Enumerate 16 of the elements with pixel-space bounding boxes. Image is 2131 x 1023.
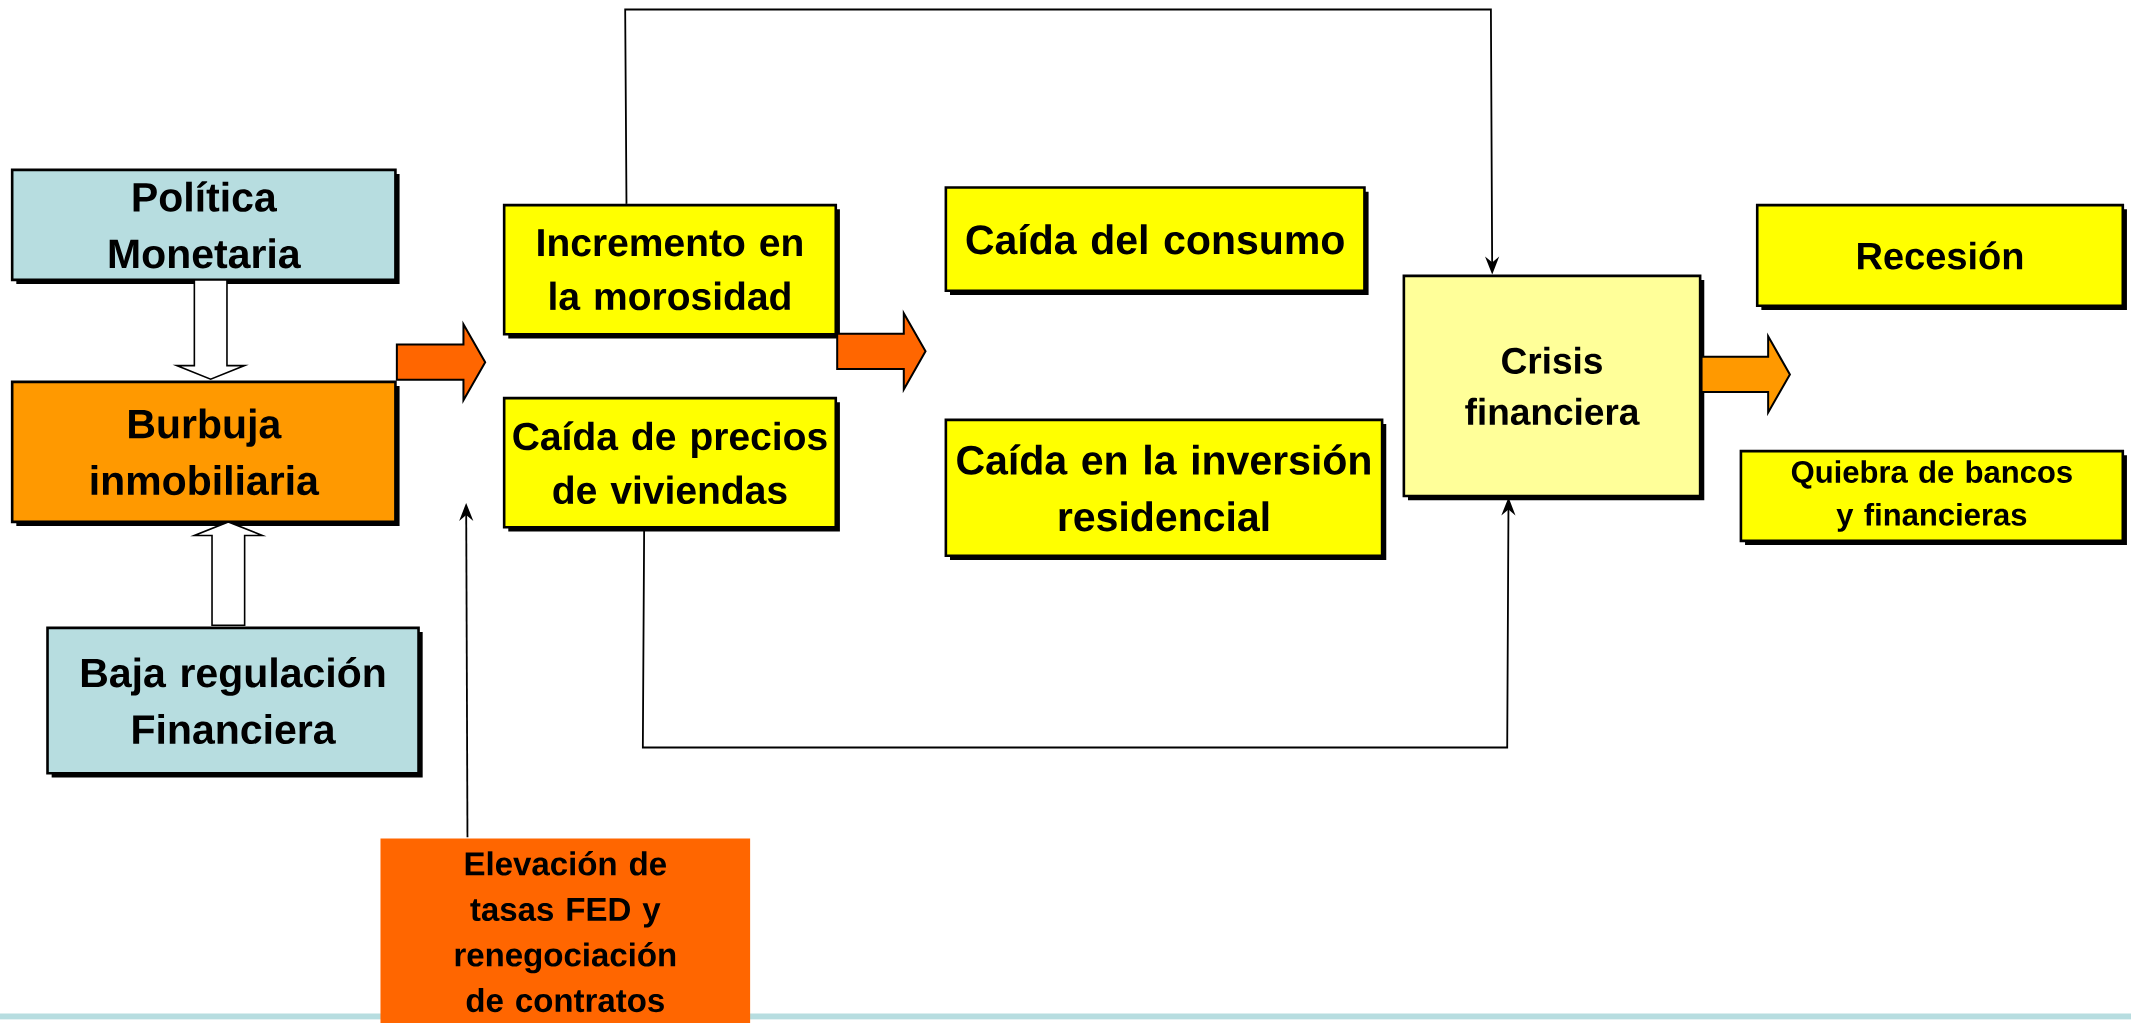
hollow-arrow (190, 520, 267, 626)
process-box: Política Monetaria (10, 168, 400, 284)
process-box: Elevación de tasas FED y renegociación de contratos (380, 838, 751, 1023)
process-box: Caída del consumo (944, 186, 1369, 295)
hollow-arrow (172, 279, 249, 380)
process-box: Burbuja inmobiliaria (10, 380, 400, 526)
block-arrow (1700, 332, 1792, 417)
process-box: Incremento en la morosidad (502, 203, 840, 339)
block-arrow (836, 309, 927, 393)
process-box: Caída de precios de viviendas (502, 396, 840, 532)
process-box: Quiebra de bancos y financieras (1739, 449, 2127, 545)
process-box: Crisis financiera (1402, 274, 1705, 500)
block-arrow (395, 320, 487, 404)
process-box: Caída en la inversión residencial (944, 418, 1387, 560)
process-box: Baja regulación Financiera (46, 626, 423, 778)
process-box: Recesión (1755, 203, 2127, 310)
